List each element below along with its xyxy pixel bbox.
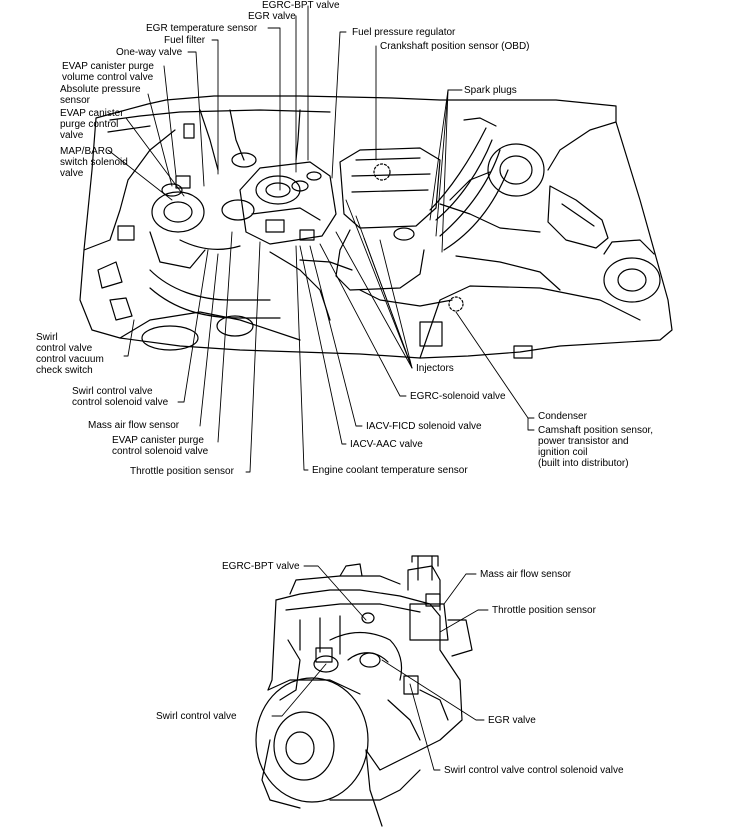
label-iacv-ficd-solenoid-valve: IACV-FICD solenoid valve: [366, 421, 482, 432]
label-throttle-position-sensor: Throttle position sensor: [130, 466, 234, 477]
label-bottom-swirl-control-valve: Swirl control valve: [156, 711, 237, 722]
label-egrc-solenoid-valve: EGRC-solenoid valve: [410, 391, 506, 402]
label-absolute-pressure-sensor: Absolute pressure sensor: [60, 84, 141, 106]
label-swirl-control-solenoid-valve: Swirl control valve control solenoid val…: [72, 386, 169, 408]
top-leader-lines: [107, 5, 535, 473]
label-map-baro-switch-solenoid-valve: MAP/BARO switch solenoid valve: [60, 146, 128, 179]
engine-assembly-drawing: [255, 555, 473, 827]
label-engine-coolant-temperature-sensor: Engine coolant temperature sensor: [312, 465, 468, 476]
label-fuel-filter: Fuel filter: [164, 35, 206, 46]
label-evap-purge-control-valve: EVAP canister purge control valve: [60, 108, 124, 141]
label-bottom-swirl-control-solenoid-valve: Swirl control valve control solenoid val…: [444, 765, 624, 776]
label-evap-purge-volume-control-valve: EVAP canister purge volume control valve: [62, 61, 154, 83]
label-camshaft-position-sensor-group: Camshaft position sensor, power transist…: [538, 425, 654, 469]
label-bottom-mass-air-flow-sensor: Mass air flow sensor: [480, 569, 572, 580]
engine-bay-drawing: [79, 95, 673, 359]
label-bottom-egr-valve: EGR valve: [488, 715, 536, 726]
label-fuel-pressure-regulator: Fuel pressure regulator: [352, 27, 456, 38]
label-iacv-aac-valve: IACV-AAC valve: [350, 439, 423, 450]
label-egr-valve: EGR valve: [248, 11, 296, 22]
label-mass-air-flow-sensor: Mass air flow sensor: [88, 420, 180, 431]
label-bottom-throttle-position-sensor: Throttle position sensor: [492, 605, 596, 616]
label-bottom-egrc-bpt-valve: EGRC-BPT valve: [222, 561, 300, 572]
label-swirl-control-valve-check-switch: Swirl control valve control vacuum check…: [36, 332, 104, 376]
bottom-leader-lines: [271, 565, 489, 771]
label-condenser: Condenser: [538, 411, 587, 422]
label-evap-purge-control-solenoid-valve: EVAP canister purge control solenoid val…: [112, 435, 209, 457]
label-crankshaft-position-sensor: Crankshaft position sensor (OBD): [380, 41, 530, 52]
label-injectors: Injectors: [416, 363, 454, 374]
label-one-way-valve: One-way valve: [116, 47, 183, 58]
label-spark-plugs: Spark plugs: [464, 85, 517, 96]
label-egr-temperature-sensor: EGR temperature sensor: [146, 23, 258, 34]
label-egrc-bpt-valve: EGRC-BPT valve: [262, 0, 340, 11]
